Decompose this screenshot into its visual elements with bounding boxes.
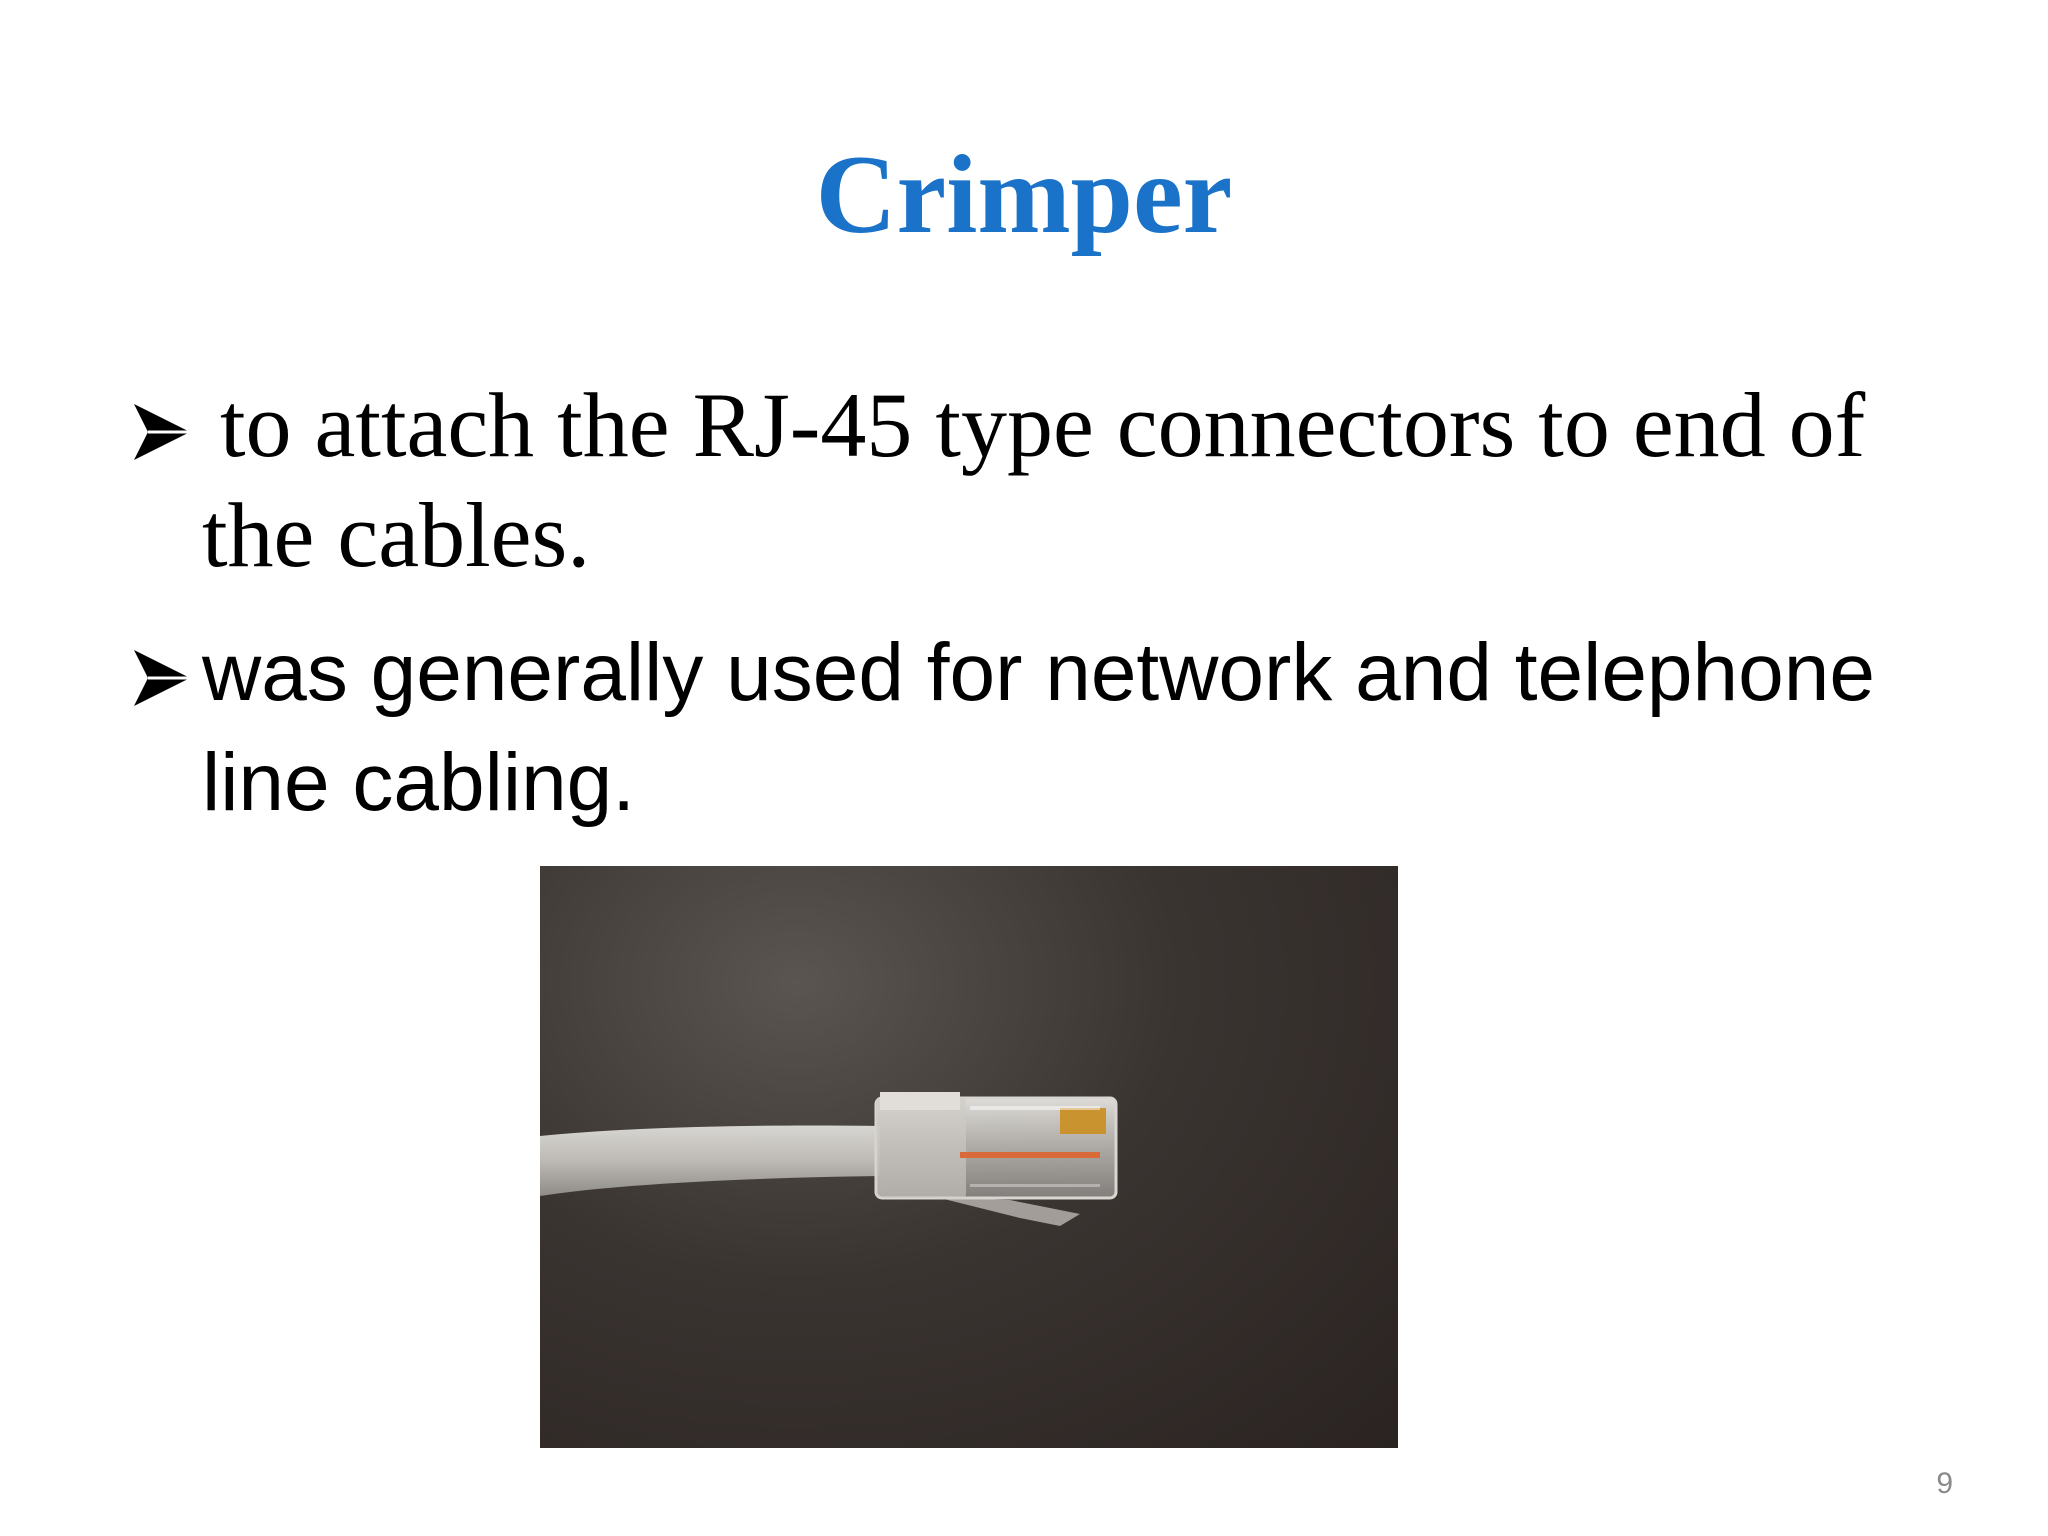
bullet-text-1: to attach the RJ-45 type connectors to e… (202, 374, 1866, 586)
rj45-connector-icon (540, 1092, 1118, 1226)
bullet-item-2: was generally used for network and telep… (130, 618, 1960, 838)
arrow-bullet-icon (134, 650, 190, 706)
arrow-bullet-icon (134, 404, 190, 460)
bullet-text-2: was generally used for network and telep… (202, 627, 1875, 828)
bullet-item-1: to attach the RJ-45 type connectors to e… (130, 370, 1960, 590)
bullet-list: to attach the RJ-45 type connectors to e… (130, 370, 1960, 838)
page-number: 9 (1936, 1467, 1953, 1500)
rj45-connector-photo (540, 866, 1398, 1448)
slide-title: Crimper (815, 133, 1233, 257)
